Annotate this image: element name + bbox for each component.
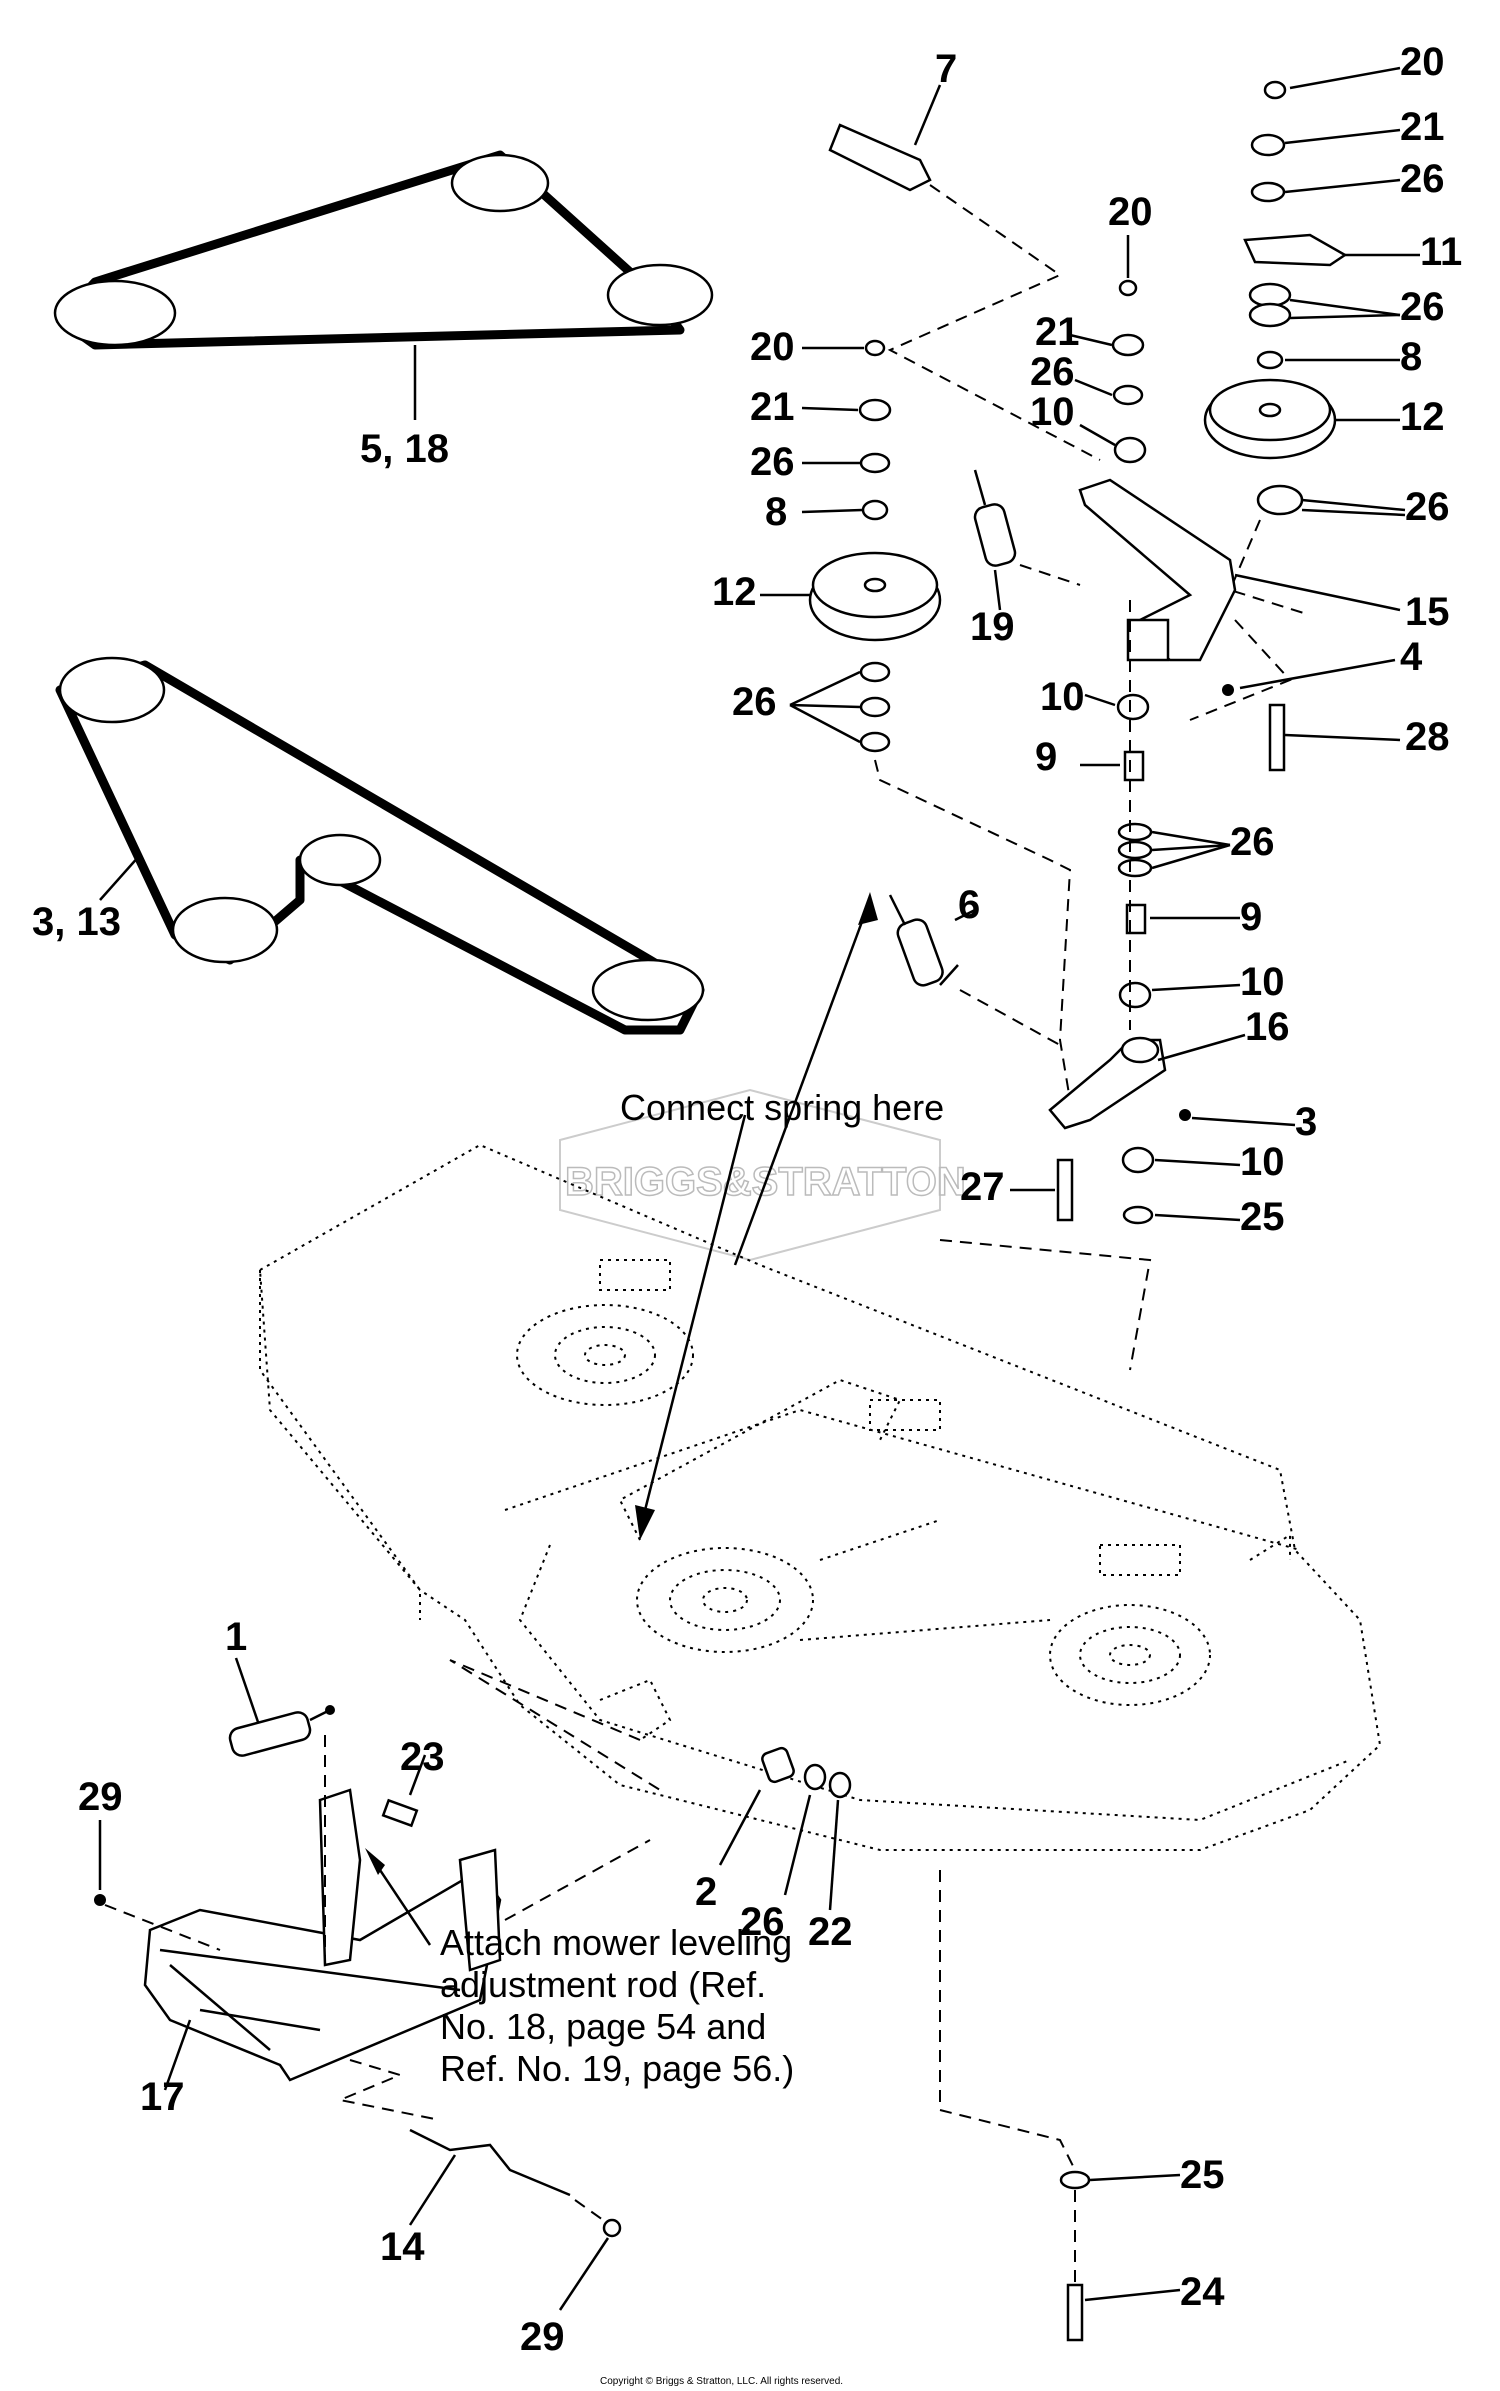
attach-note-line-3: No. 18, page 54 and: [440, 2006, 766, 2047]
mower-deck: [258, 1143, 1382, 2300]
callout-10-lower: 10: [1240, 960, 1285, 1004]
callout-3-13: 3, 13: [32, 900, 121, 944]
callout-20-top: 20: [1400, 40, 1445, 84]
part-17-bracket: [104, 1735, 651, 2121]
part-29-left: [94, 1820, 106, 1906]
callout-29-left: 29: [78, 1775, 123, 1819]
right-idler-stack: [1203, 66, 1420, 616]
callout-2: 2: [695, 1870, 717, 1914]
callout-23: 23: [400, 1735, 445, 1779]
part-1-spring: [228, 1657, 335, 1757]
part-14-rod: [408, 2128, 611, 2226]
connect-spring-arrow: [635, 892, 878, 1540]
callout-10-bottom: 10: [1240, 1140, 1285, 1184]
callout-27: 27: [960, 1165, 1005, 1209]
attach-note-line-2: adjustment rod (Ref.: [440, 1964, 766, 2005]
callout-7: 7: [935, 47, 957, 91]
copyright: Copyright © Briggs & Stratton, LLC. All …: [600, 2376, 843, 2387]
callout-9-lower: 9: [1240, 895, 1262, 939]
callout-26-stack: 26: [1230, 820, 1275, 864]
callout-16: 16: [1245, 1005, 1290, 1049]
attach-note-line-1: Attach mower leveling: [440, 1922, 792, 1963]
callout-24: 24: [1180, 2270, 1225, 2314]
callout-21-center: 21: [1035, 310, 1080, 354]
part-7-grip: [828, 84, 1101, 461]
attach-note-arrow: [365, 1848, 432, 1946]
callout-19: 19: [970, 605, 1015, 649]
callout-26-top: 26: [1400, 157, 1445, 201]
belt-serpentine: [55, 656, 705, 1035]
callout-26-left-low: 26: [732, 680, 777, 724]
callout-17: 17: [140, 2075, 185, 2119]
callout-14: 14: [380, 2225, 425, 2269]
callout-21-top: 21: [1400, 105, 1445, 149]
callout-26-right-low: 26: [1405, 485, 1450, 529]
callout-28: 28: [1405, 715, 1450, 759]
belt-triangle: [53, 150, 714, 420]
callout-9-upper: 9: [1035, 735, 1057, 779]
callout-25-bottom: 25: [1180, 2153, 1225, 2197]
callout-20-center: 20: [1108, 190, 1153, 234]
callout-8-left: 8: [765, 490, 787, 534]
part-6-spring: [888, 894, 1061, 1046]
center-hardware-top: [1069, 235, 1147, 464]
connect-spring-note: Connect spring here: [620, 1087, 944, 1128]
callout-26-center: 26: [1030, 350, 1075, 394]
bottom-hardware: [1059, 2170, 1181, 2342]
callout-10-center: 10: [1030, 390, 1075, 434]
callout-4: 4: [1400, 635, 1423, 679]
callout-21-left: 21: [750, 385, 795, 429]
part-15-idler-arm: [1078, 478, 1401, 772]
center-hardware-lower: [1048, 600, 1296, 1130]
callout-11: 11: [1420, 230, 1462, 274]
callout-3-bolt: 3: [1295, 1100, 1317, 1144]
callout-26-deck: 26: [740, 1900, 785, 1944]
callout-26-right: 26: [1400, 285, 1445, 329]
callout-25-upper: 25: [1240, 1195, 1285, 1239]
part-19-spring: [973, 469, 1081, 611]
callout-26-left: 26: [750, 440, 795, 484]
part-29-right: [558, 2218, 622, 2311]
callout-29-right: 29: [520, 2315, 565, 2359]
deck-hardware: [718, 1746, 852, 1911]
callout-5-18: 5, 18: [360, 427, 449, 471]
callout-12-left: 12: [712, 570, 757, 614]
callout-6: 6: [958, 883, 980, 927]
attach-note-line-4: Ref. No. 19, page 56.): [440, 2048, 794, 2089]
callout-20-left: 20: [750, 325, 795, 369]
callout-10-mid: 10: [1040, 675, 1085, 719]
center-hardware-bottom: [939, 1146, 1241, 1371]
callout-1: 1: [225, 1615, 247, 1659]
callout-12-right: 12: [1400, 395, 1445, 439]
callout-15: 15: [1405, 590, 1450, 634]
left-pulley-stack: [760, 339, 1072, 1101]
callout-8-right: 8: [1400, 335, 1422, 379]
callout-22: 22: [808, 1910, 853, 1954]
